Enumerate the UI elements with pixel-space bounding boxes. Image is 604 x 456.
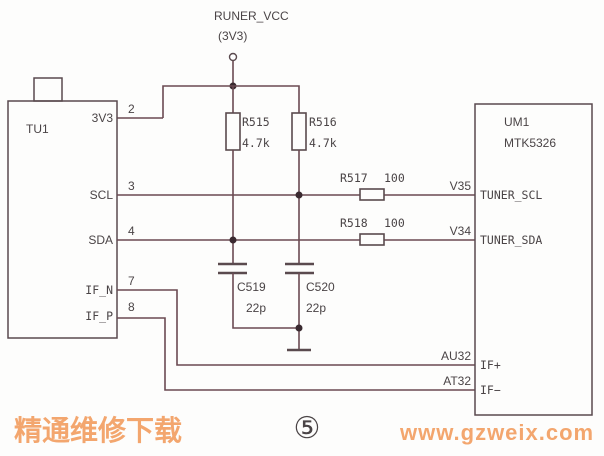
- um1-pin-ball: AT32: [443, 374, 471, 388]
- tu1-pin-name: SCL: [90, 188, 114, 202]
- tu1-body: [7, 100, 118, 339]
- um1-pin-name: IF+: [480, 358, 501, 372]
- resistor-value: 100: [384, 216, 405, 230]
- power-terminal-icon: [228, 52, 238, 62]
- tu1-connector-tab: [33, 77, 63, 102]
- resistor-body: [291, 112, 307, 151]
- watermark-url: www.gzweix.com: [399, 420, 594, 445]
- tu1-ref: TU1: [26, 122, 49, 136]
- junction-dot: [295, 324, 303, 332]
- vcc-rail: [162, 85, 300, 118]
- resistor-ref: R516: [309, 115, 337, 129]
- if-n-wire: [117, 289, 475, 366]
- um1-pin-name: TUNER_SDA: [480, 233, 542, 247]
- resistor-value: 4.7k: [309, 136, 337, 150]
- um1-body: [474, 103, 593, 416]
- power-net-label: RUNER_VCC: [214, 9, 289, 23]
- um1-ref: UM1: [504, 115, 530, 129]
- tu1-pin-number: 4: [128, 224, 135, 238]
- tu1-pin-number: 7: [128, 274, 135, 288]
- um1-pin-ball: AU32: [441, 349, 471, 363]
- tu1-pin-name: IF_N: [85, 283, 113, 297]
- capacitor-ref: C520: [306, 280, 335, 294]
- um1-pin-name: TUNER_SCL: [480, 188, 542, 202]
- resistor-r518: R518 100: [340, 216, 405, 246]
- resistor-ref: R518: [340, 216, 368, 230]
- wire-c519-bottom: [232, 273, 299, 329]
- um1-pin-ball: V34: [450, 224, 472, 238]
- resistor-value: 100: [384, 171, 405, 185]
- resistor-value: 4.7k: [242, 136, 270, 150]
- capacitor-ref: C519: [237, 280, 266, 294]
- um1-component: UM1 MTK5326 TUNER_SCL V35 TUNER_SDA V34 …: [441, 103, 593, 416]
- capacitor-c520: C520 22p: [285, 262, 335, 350]
- um1-part: MTK5326: [504, 136, 556, 150]
- power-symbol: RUNER_VCC (3V3): [214, 9, 289, 90]
- resistor-body: [359, 233, 385, 246]
- watermark-cn: 精通维修下载: [14, 414, 182, 447]
- tu1-pin-number: 3: [128, 179, 135, 193]
- watermark: 精通维修下载 www.gzweix.com: [14, 414, 594, 447]
- resistor-body: [359, 188, 385, 201]
- power-voltage-label: (3V3): [218, 29, 247, 43]
- tu1-pin-name: SDA: [88, 233, 113, 247]
- tu1-component: TU1 3V3 2 SCL 3 SDA 4 IF_N 7 IF_P 8: [7, 77, 135, 339]
- junction-dot: [229, 236, 237, 244]
- resistor-body: [225, 112, 241, 151]
- tu1-pin-number: 2: [128, 102, 135, 116]
- capacitor-value: 22p: [306, 301, 326, 315]
- resistor-ref: R515: [242, 115, 270, 129]
- resistor-r515: R515 4.7k: [225, 112, 270, 240]
- resistor-r516: R516 4.7k: [291, 112, 337, 195]
- figure-number: ⑤: [294, 411, 321, 446]
- resistor-r517: R517 100: [340, 171, 405, 201]
- tu1-pin-name: IF_P: [85, 309, 113, 323]
- junction-dot: [295, 191, 303, 199]
- tu1-pin-number: 8: [128, 300, 135, 314]
- capacitor-c519: C519 22p: [218, 262, 299, 329]
- tu1-pin-name: 3V3: [92, 111, 114, 125]
- um1-pin-ball: V35: [450, 179, 472, 193]
- capacitor-value: 22p: [246, 301, 266, 315]
- um1-pin-name: IF−: [480, 383, 501, 397]
- if-p-wire: [117, 317, 475, 391]
- resistor-ref: R517: [340, 171, 368, 185]
